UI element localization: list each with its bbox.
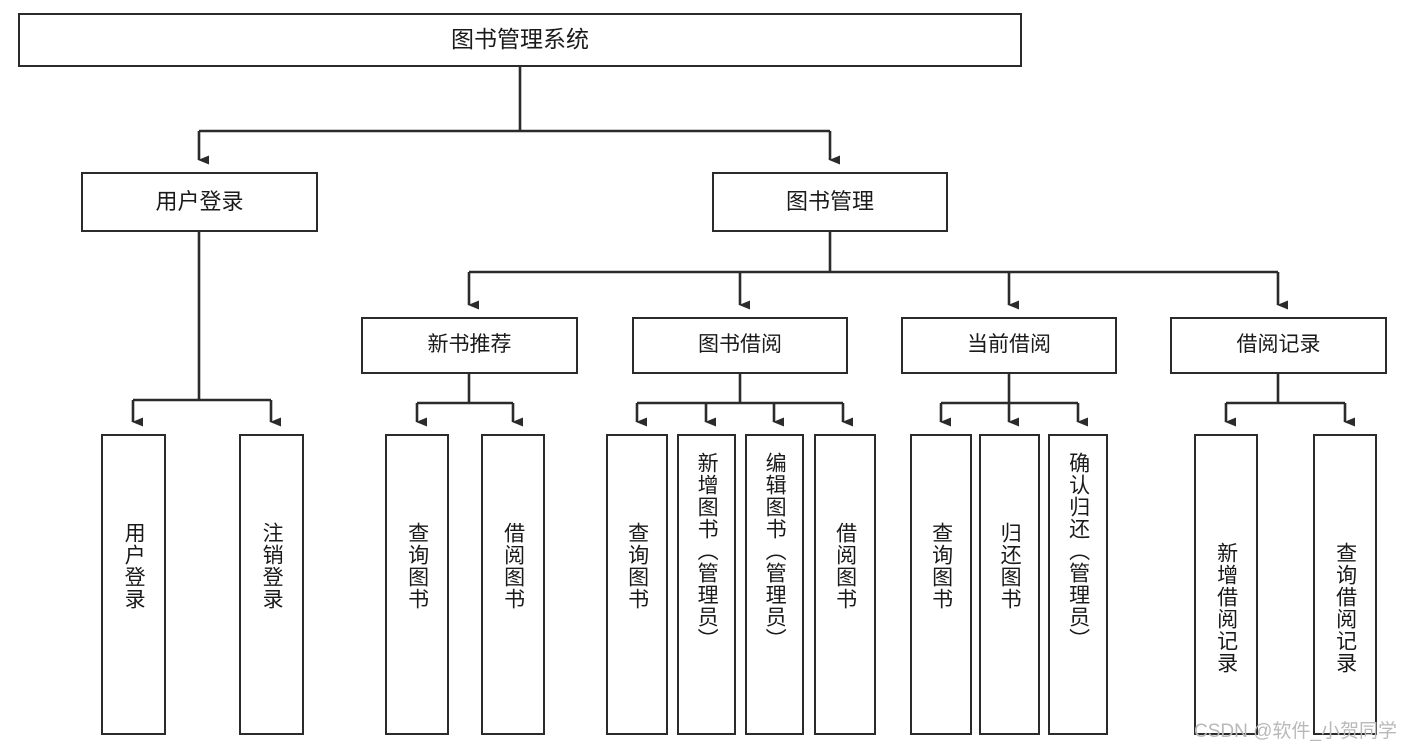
node-label: 新增图书（管理员） [695,452,719,650]
node-leaf-add-book-admin[interactable]: 新增图书（管理员） [677,434,736,735]
node-label: 查询图书 [929,522,953,610]
node-book-borrow[interactable]: 图书借阅 [632,317,848,374]
node-leaf-edit-book-admin[interactable]: 编辑图书（管理员） [745,434,804,735]
watermark-text: CSDN @软件_小贺同学 [1194,721,1397,742]
node-leaf-query-book-borrow[interactable]: 查询图书 [606,434,668,735]
node-label: 查询借阅记录 [1333,542,1357,674]
node-label: 图书管理 [785,189,874,215]
node-label: 图书管理系统 [451,26,589,53]
node-new-book-recommend[interactable]: 新书推荐 [361,317,578,374]
node-label: 用户登录 [122,522,146,610]
node-current-borrow[interactable]: 当前借阅 [901,317,1117,374]
node-leaf-user-login[interactable]: 用户登录 [101,434,166,735]
node-label: 确认归还（管理员） [1066,452,1090,650]
node-leaf-logout[interactable]: 注销登录 [239,434,304,735]
node-leaf-query-book-current[interactable]: 查询图书 [910,434,972,735]
node-user-login[interactable]: 用户登录 [81,172,318,232]
node-book-management[interactable]: 图书管理 [712,172,948,232]
node-leaf-confirm-return-admin[interactable]: 确认归还（管理员） [1048,434,1108,735]
node-label: 借阅图书 [501,522,525,610]
node-label: 查询图书 [625,522,649,610]
node-root-book-management-system[interactable]: 图书管理系统 [18,13,1022,67]
node-label: 新增借阅记录 [1214,542,1238,674]
node-borrow-record[interactable]: 借阅记录 [1170,317,1387,374]
node-leaf-add-borrow-record[interactable]: 新增借阅记录 [1194,434,1258,735]
node-leaf-query-book-recommend[interactable]: 查询图书 [385,434,449,735]
node-label: 查询图书 [405,522,429,610]
node-leaf-borrow-book[interactable]: 借阅图书 [814,434,876,735]
node-label: 归还图书 [998,522,1022,610]
node-label: 图书借阅 [698,333,782,357]
node-label: 借阅图书 [833,522,857,610]
node-label: 借阅记录 [1236,333,1321,357]
node-leaf-query-borrow-record[interactable]: 查询借阅记录 [1313,434,1377,735]
node-label: 注销登录 [260,522,284,610]
node-label: 编辑图书（管理员） [763,452,787,650]
node-leaf-borrow-book-recommend[interactable]: 借阅图书 [481,434,545,735]
node-label: 新书推荐 [427,333,512,357]
node-label: 用户登录 [155,189,244,215]
node-label: 当前借阅 [967,333,1051,357]
node-leaf-return-book[interactable]: 归还图书 [979,434,1040,735]
